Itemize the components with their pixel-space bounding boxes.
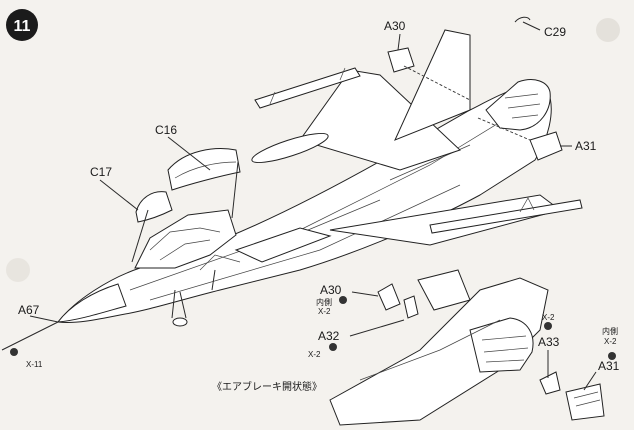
fuselage [57,85,552,323]
label-x11: X-11 [26,360,43,369]
cockpit-frame [134,209,237,269]
probe-part-c29 [514,16,531,23]
step-number: 11 [14,18,31,35]
faded-step-mark [6,258,30,282]
label-a33: A33 [538,335,560,349]
nose-wheel [172,317,188,327]
detail-airbrake-a30 [377,283,401,311]
label-x2-a: X-2 [318,307,331,316]
detail-exhaust-nozzle [469,317,534,373]
detail-strut-a33 [539,371,561,395]
canard-wing [234,227,332,263]
marker-dot-icon [339,296,347,304]
label-a67: A67 [18,303,40,317]
faded-step-mark [596,18,620,42]
label-inner-side-1: 内側 [316,297,332,307]
label-a31-detail: A31 [598,359,620,373]
label-a32: A32 [318,329,340,343]
label-a30-top: A30 [384,19,406,33]
windscreen-part-c17 [135,191,173,223]
exhaust-nozzle [485,79,551,131]
caption-airbrake-open: 《エアブレーキ開状態》 [212,380,322,393]
marker-dot-icon [544,322,552,330]
label-x2-b: X-2 [308,350,321,359]
step-badge: 11 [6,9,38,41]
missile-upper [254,67,361,109]
label-a31-top: A31 [575,139,597,153]
pitot-part-a67 [1,321,59,351]
detail-airbrake-strut [403,295,419,319]
label-inner-side-2: 内側 [602,326,618,336]
nose-cone [56,283,127,323]
label-a30-detail: A30 [320,283,342,297]
marker-dot-icon [329,343,337,351]
missile-lower [429,199,583,234]
label-x2-c: X-2 [542,313,555,322]
aircraft-main-view [56,29,583,327]
label-c17: C17 [90,165,112,179]
drop-tank [251,132,329,164]
vertical-tail [394,29,471,141]
airbrake-part-a31 [529,131,563,161]
label-c29: C29 [544,25,566,39]
label-x2-d: X-2 [604,337,617,346]
airbrake-part-a30 [387,47,415,73]
airbrake-detail-view [329,269,616,426]
marker-dot-icon [608,352,616,360]
detail-fuselage [329,277,549,426]
canopy-part-c16 [167,148,241,191]
detail-wing [417,269,471,311]
marker-dot-icon [10,348,18,356]
label-c16: C16 [155,123,177,137]
